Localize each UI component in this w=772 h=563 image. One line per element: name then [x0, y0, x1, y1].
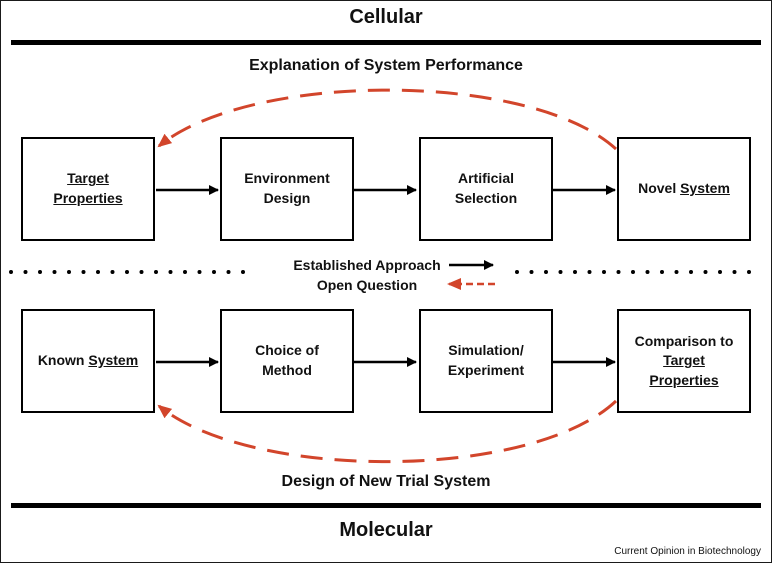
box-simulation-experiment: Simulation/Experiment	[419, 309, 553, 413]
bottom-divider	[11, 503, 761, 508]
legend-open-label: Open Question	[316, 277, 418, 293]
box-label-underlined: System	[680, 180, 730, 197]
box-label-text: Comparison to	[634, 332, 734, 349]
bottom-loop-label: Design of New Trial System	[281, 473, 491, 490]
box-label: Known System	[38, 351, 138, 371]
credit: Current Opinion in Biotechnology	[614, 546, 761, 557]
bottom-label: Molecular	[339, 519, 433, 541]
legend-established-label: Established Approach	[293, 257, 441, 273]
box-label-text: Design	[263, 190, 311, 206]
feedback-arc-top	[157, 88, 618, 151]
box-label: Choice of Method	[255, 341, 319, 380]
box-label-text: Novel	[638, 180, 681, 197]
box-novel-system: Novel System	[617, 137, 751, 241]
box-label: Novel System	[638, 179, 730, 199]
box-label-text: Simulation/	[448, 342, 524, 359]
top-loop-label: Explanation of System Performance	[249, 57, 523, 74]
box-label-text: Known	[37, 352, 89, 369]
feedback-arc-bottom	[157, 399, 618, 464]
box-label-text: Method	[262, 362, 312, 378]
box-label-underlined: Properties	[53, 190, 123, 206]
box-label: Simulation/Experiment	[448, 341, 524, 380]
box-label-text: Choice of	[255, 342, 319, 359]
top-label: Cellular	[349, 6, 423, 28]
box-label-underlined: System	[88, 352, 139, 369]
box-label-underlined: Target	[67, 170, 109, 187]
box-known-system: Known System	[21, 309, 155, 413]
box-label-text: Environment	[244, 170, 330, 187]
top-divider	[11, 40, 761, 45]
box-label-underlined: Target	[663, 352, 705, 369]
box-label-underlined: Properties	[649, 371, 719, 388]
box-label-text: Artificial	[457, 170, 514, 187]
box-label-text: Selection	[454, 190, 518, 206]
box-choice-of-method: Choice of Method	[220, 309, 354, 413]
box-label-text: Experiment	[447, 362, 525, 378]
